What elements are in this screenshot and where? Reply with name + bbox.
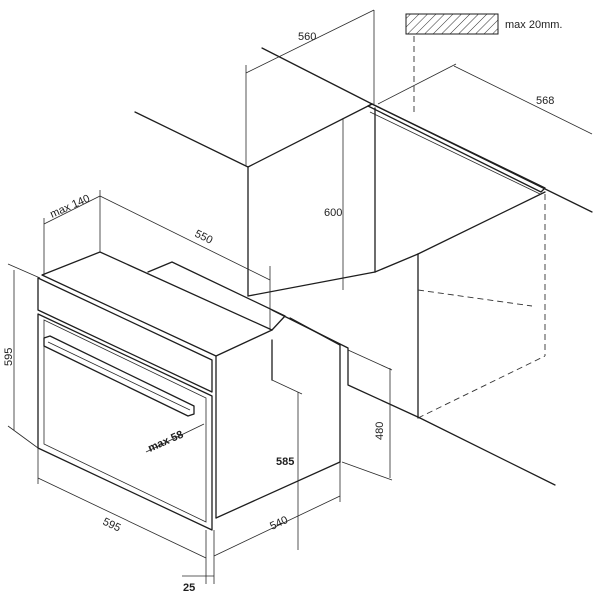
counter-edge-left [134,111,249,168]
dim-line-550 [99,195,271,281]
label-568: 568 [536,95,554,107]
label-595-width: 595 [101,516,123,535]
label-585: 585 [276,456,294,468]
niche-right-bottom-edge [417,355,546,419]
dimension-lines [7,9,593,584]
oven-control-panel [37,277,213,393]
oven-door [37,313,213,531]
oven [37,251,341,531]
label-560: 560 [298,31,316,43]
oven-door-handle [43,335,195,417]
niche-right-top-edge [417,191,546,255]
niche-floor-back-left [247,271,376,297]
label-595-height: 595 [3,348,15,366]
lower-cabinet-top [271,309,421,419]
counter-edge-back [247,103,373,168]
oven-body-bottom [215,461,341,519]
label-max-140: max 140 [48,193,91,221]
max-gap-label: max 20mm. [505,19,562,31]
dim-line-540 [213,495,341,557]
label-540: 540 [268,514,290,533]
dim-ext-595h-top [7,263,41,279]
lower-cabinet-ledge [289,317,341,346]
counter-edge-top-left [261,47,373,105]
dim-line-max-140 [43,195,101,225]
dim-line-568 [453,65,593,135]
top-rail-edge [369,111,541,195]
dim-ext-480-bottom [341,461,393,481]
label-480: 480 [374,422,386,440]
dim-line-max-58 [145,423,205,453]
niche-floor-back-right [374,253,419,273]
label-max-58: max 58 [146,429,185,455]
oven-handle-highlight [47,341,191,411]
label-600: 600 [324,207,342,219]
dim-line-560 [245,9,375,74]
dim-line-595-width [37,477,207,559]
dim-ext-595h-bottom [7,425,39,449]
dim-ext-568 [377,63,457,105]
oven-body-top [147,261,286,331]
dim-ext-480-top [347,349,393,371]
dim-ext-585-top [271,379,303,395]
label-25: 25 [183,582,195,594]
max-gap-legend: max 20mm. [405,13,562,116]
top-rail [367,103,546,193]
hatched-gap-swatch [405,13,499,35]
label-550: 550 [193,228,215,247]
oven-door-glass [43,319,207,523]
niche-shelf-hidden [417,289,533,307]
kitchen-niche [134,47,593,486]
floor-line [419,417,556,486]
